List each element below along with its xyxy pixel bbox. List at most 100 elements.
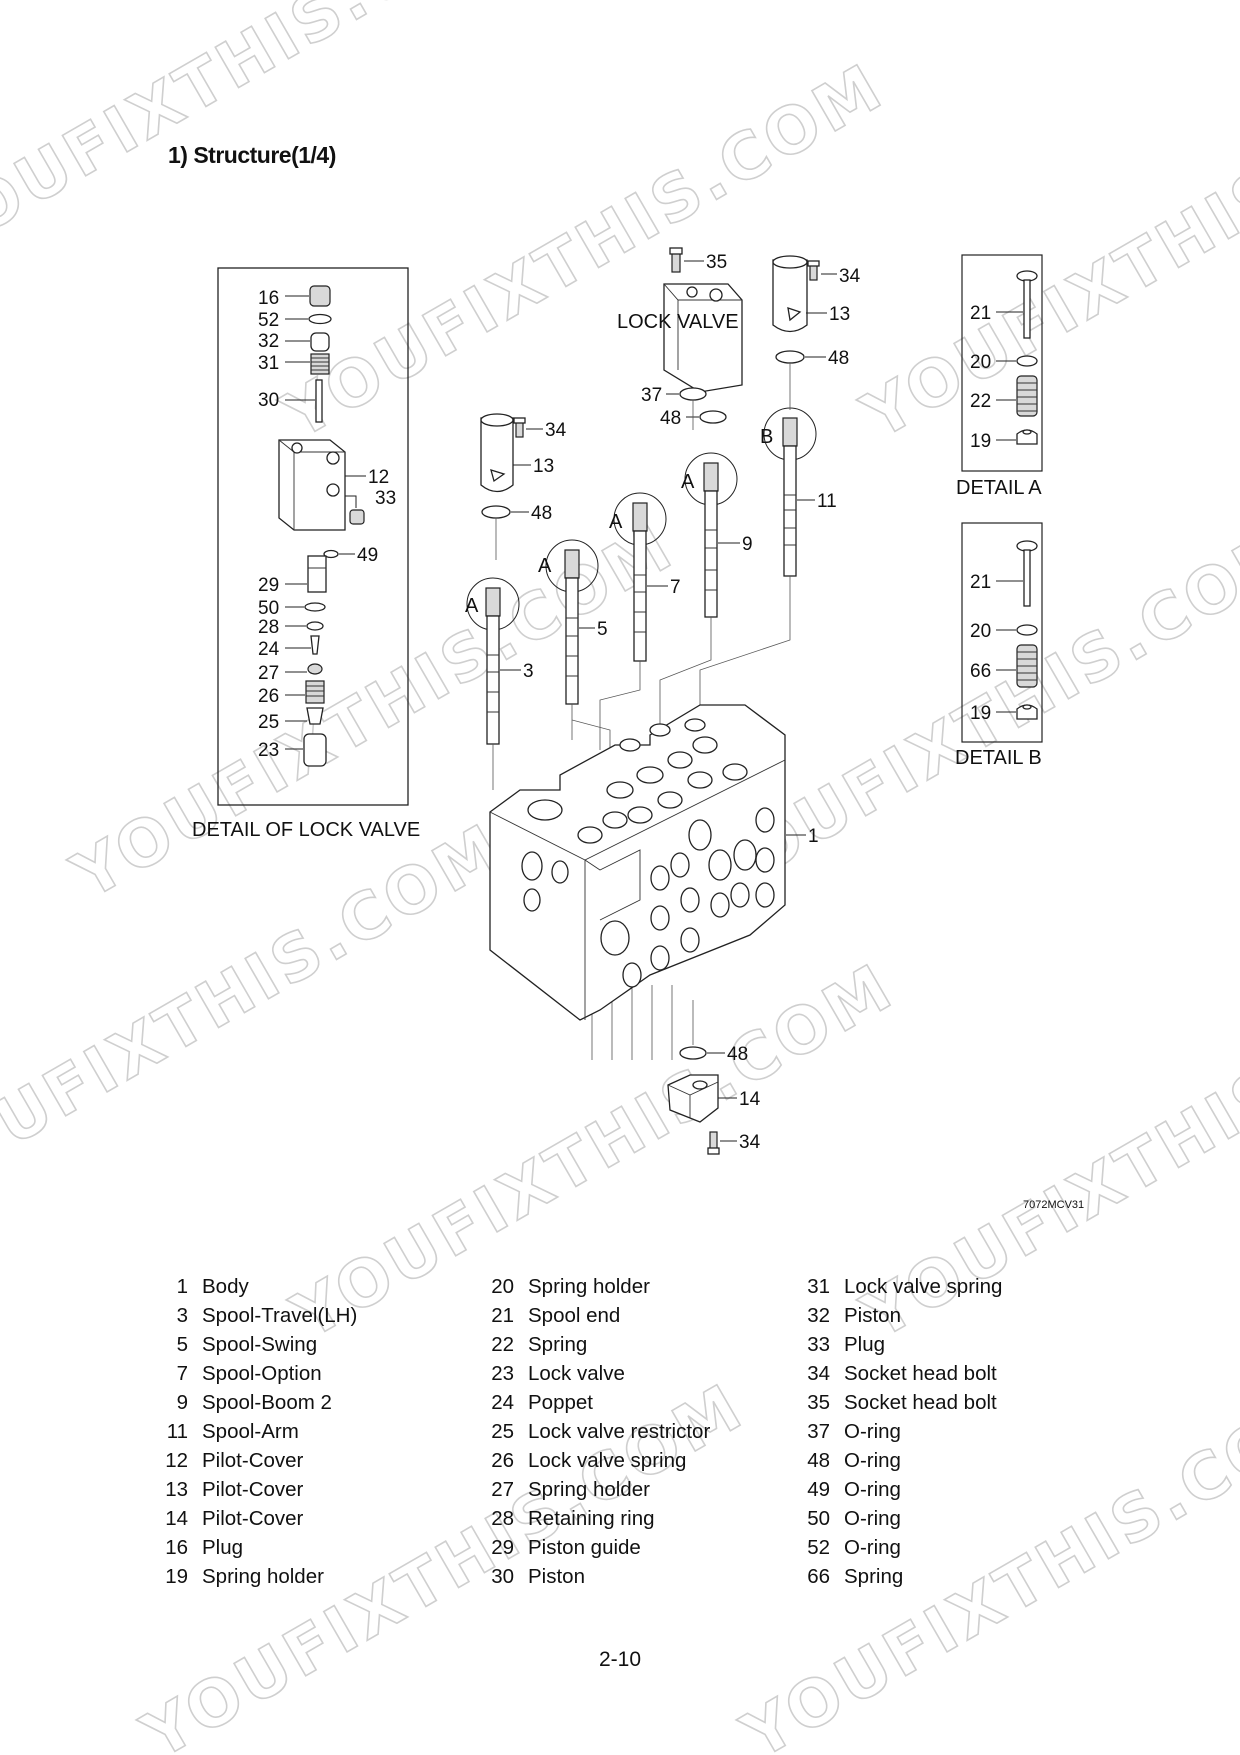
- part-number: 14: [165, 1507, 188, 1530]
- part-name: O-ring: [844, 1420, 901, 1443]
- callout-label: 22: [970, 391, 991, 412]
- part-name: Spring holder: [528, 1275, 650, 1298]
- part-name: Spool end: [528, 1304, 621, 1327]
- part-number: 1: [176, 1275, 188, 1298]
- part-number: 11: [166, 1420, 188, 1443]
- legend-row: 3 Spool-Travel(LH): [150, 1304, 450, 1333]
- callout-label: 66: [970, 661, 991, 682]
- part-name: Retaining ring: [528, 1507, 655, 1530]
- callout-label: 11: [817, 491, 837, 512]
- part-name: O-ring: [844, 1536, 901, 1559]
- part-number: 12: [165, 1449, 188, 1472]
- callout-label: 3: [523, 661, 534, 682]
- callout-label: 19: [970, 703, 991, 724]
- part-number: 9: [176, 1391, 188, 1414]
- part-name: Lock valve: [528, 1362, 625, 1385]
- callout-label: 34: [739, 1132, 761, 1153]
- marker-a: A: [681, 471, 695, 493]
- callout-label: 25: [258, 712, 279, 733]
- section-title: 1) Structure(1/4): [168, 142, 336, 168]
- callout-label: 32: [258, 331, 279, 352]
- part-name: Spool-Arm: [202, 1420, 299, 1443]
- callout-label: 48: [660, 408, 681, 429]
- part-number: 32: [807, 1304, 830, 1327]
- callout-label: 16: [258, 288, 279, 309]
- part-number: 7: [176, 1362, 188, 1385]
- part-number: 50: [807, 1507, 830, 1530]
- part-name: Spring: [844, 1565, 904, 1588]
- part-number: 30: [491, 1565, 514, 1588]
- detail-a-panel: 21 20 22 19: [961, 254, 1043, 472]
- part-name: O-ring: [844, 1449, 901, 1472]
- part-name: Spool-Swing: [202, 1333, 318, 1356]
- callout-label: 9: [742, 534, 753, 555]
- callout-label: 48: [531, 503, 552, 524]
- part-number: 26: [491, 1449, 514, 1472]
- legend-row: 12 Pilot-Cover: [150, 1449, 450, 1478]
- part-number: 16: [165, 1536, 188, 1559]
- callout-label: 30: [258, 390, 279, 411]
- callout-label: 37: [641, 385, 662, 406]
- marker-a: A: [538, 555, 552, 577]
- part-number: 33: [807, 1333, 830, 1356]
- callout-label: 7: [670, 577, 681, 598]
- part-number: 25: [491, 1420, 514, 1443]
- part-name: Plug: [202, 1536, 244, 1559]
- part-number: 5: [176, 1333, 188, 1356]
- part-number: 3: [176, 1304, 188, 1327]
- pilot-cover-left: 34 13 48: [480, 413, 567, 524]
- part-name: Spring: [528, 1333, 588, 1356]
- callout-label: 28: [258, 617, 279, 638]
- watermark: YOUFIXTHIS.COM: [850, 50, 1240, 454]
- callout-label: 19: [970, 431, 991, 452]
- marker-a: A: [465, 595, 479, 617]
- legend-row: 48 O-ring: [792, 1449, 1092, 1478]
- legend-row: 26 Lock valve spring: [476, 1449, 776, 1478]
- detail-b-panel: 21 20 66 19: [961, 522, 1043, 743]
- legend-row: 21 Spool end: [476, 1304, 776, 1333]
- callout-label: 21: [970, 303, 991, 324]
- part-name: Lock valve spring: [528, 1449, 687, 1472]
- callout-label: 13: [829, 304, 850, 325]
- callout-label: 34: [545, 420, 567, 441]
- part-name: Piston guide: [528, 1536, 641, 1559]
- callout-label: 1: [808, 826, 819, 847]
- part-number: 23: [491, 1362, 514, 1385]
- part-number: 19: [165, 1565, 188, 1588]
- callout-label: 48: [828, 348, 849, 369]
- part-name: Spool-Travel(LH): [202, 1304, 358, 1327]
- part-number: 49: [807, 1478, 830, 1501]
- callout-label: 35: [706, 252, 727, 273]
- part-name: Pilot-Cover: [202, 1449, 304, 1472]
- part-number: 21: [491, 1304, 514, 1327]
- callout-label: 31: [258, 353, 279, 374]
- callout-label: 49: [357, 545, 378, 566]
- callout-label: 21: [970, 572, 991, 593]
- part-number: 48: [807, 1449, 830, 1472]
- pilot-cover-right: 34 13 48: [772, 255, 861, 369]
- callout-label: 27: [258, 663, 279, 684]
- part-name: Lock valve spring: [844, 1275, 1003, 1298]
- watermark: YOUFIXTHIS.COM: [0, 0, 537, 274]
- callout-label: 33: [375, 488, 396, 509]
- part-number: 29: [491, 1536, 514, 1559]
- detail-a-caption: DETAIL A: [956, 477, 1042, 499]
- lock-valve-caption: LOCK VALVE: [617, 311, 739, 333]
- part-name: Body: [202, 1275, 249, 1298]
- marker-a: A: [609, 511, 623, 533]
- part-number: 20: [491, 1275, 514, 1298]
- part-number: 35: [807, 1391, 830, 1414]
- callout-label: 12: [368, 467, 389, 488]
